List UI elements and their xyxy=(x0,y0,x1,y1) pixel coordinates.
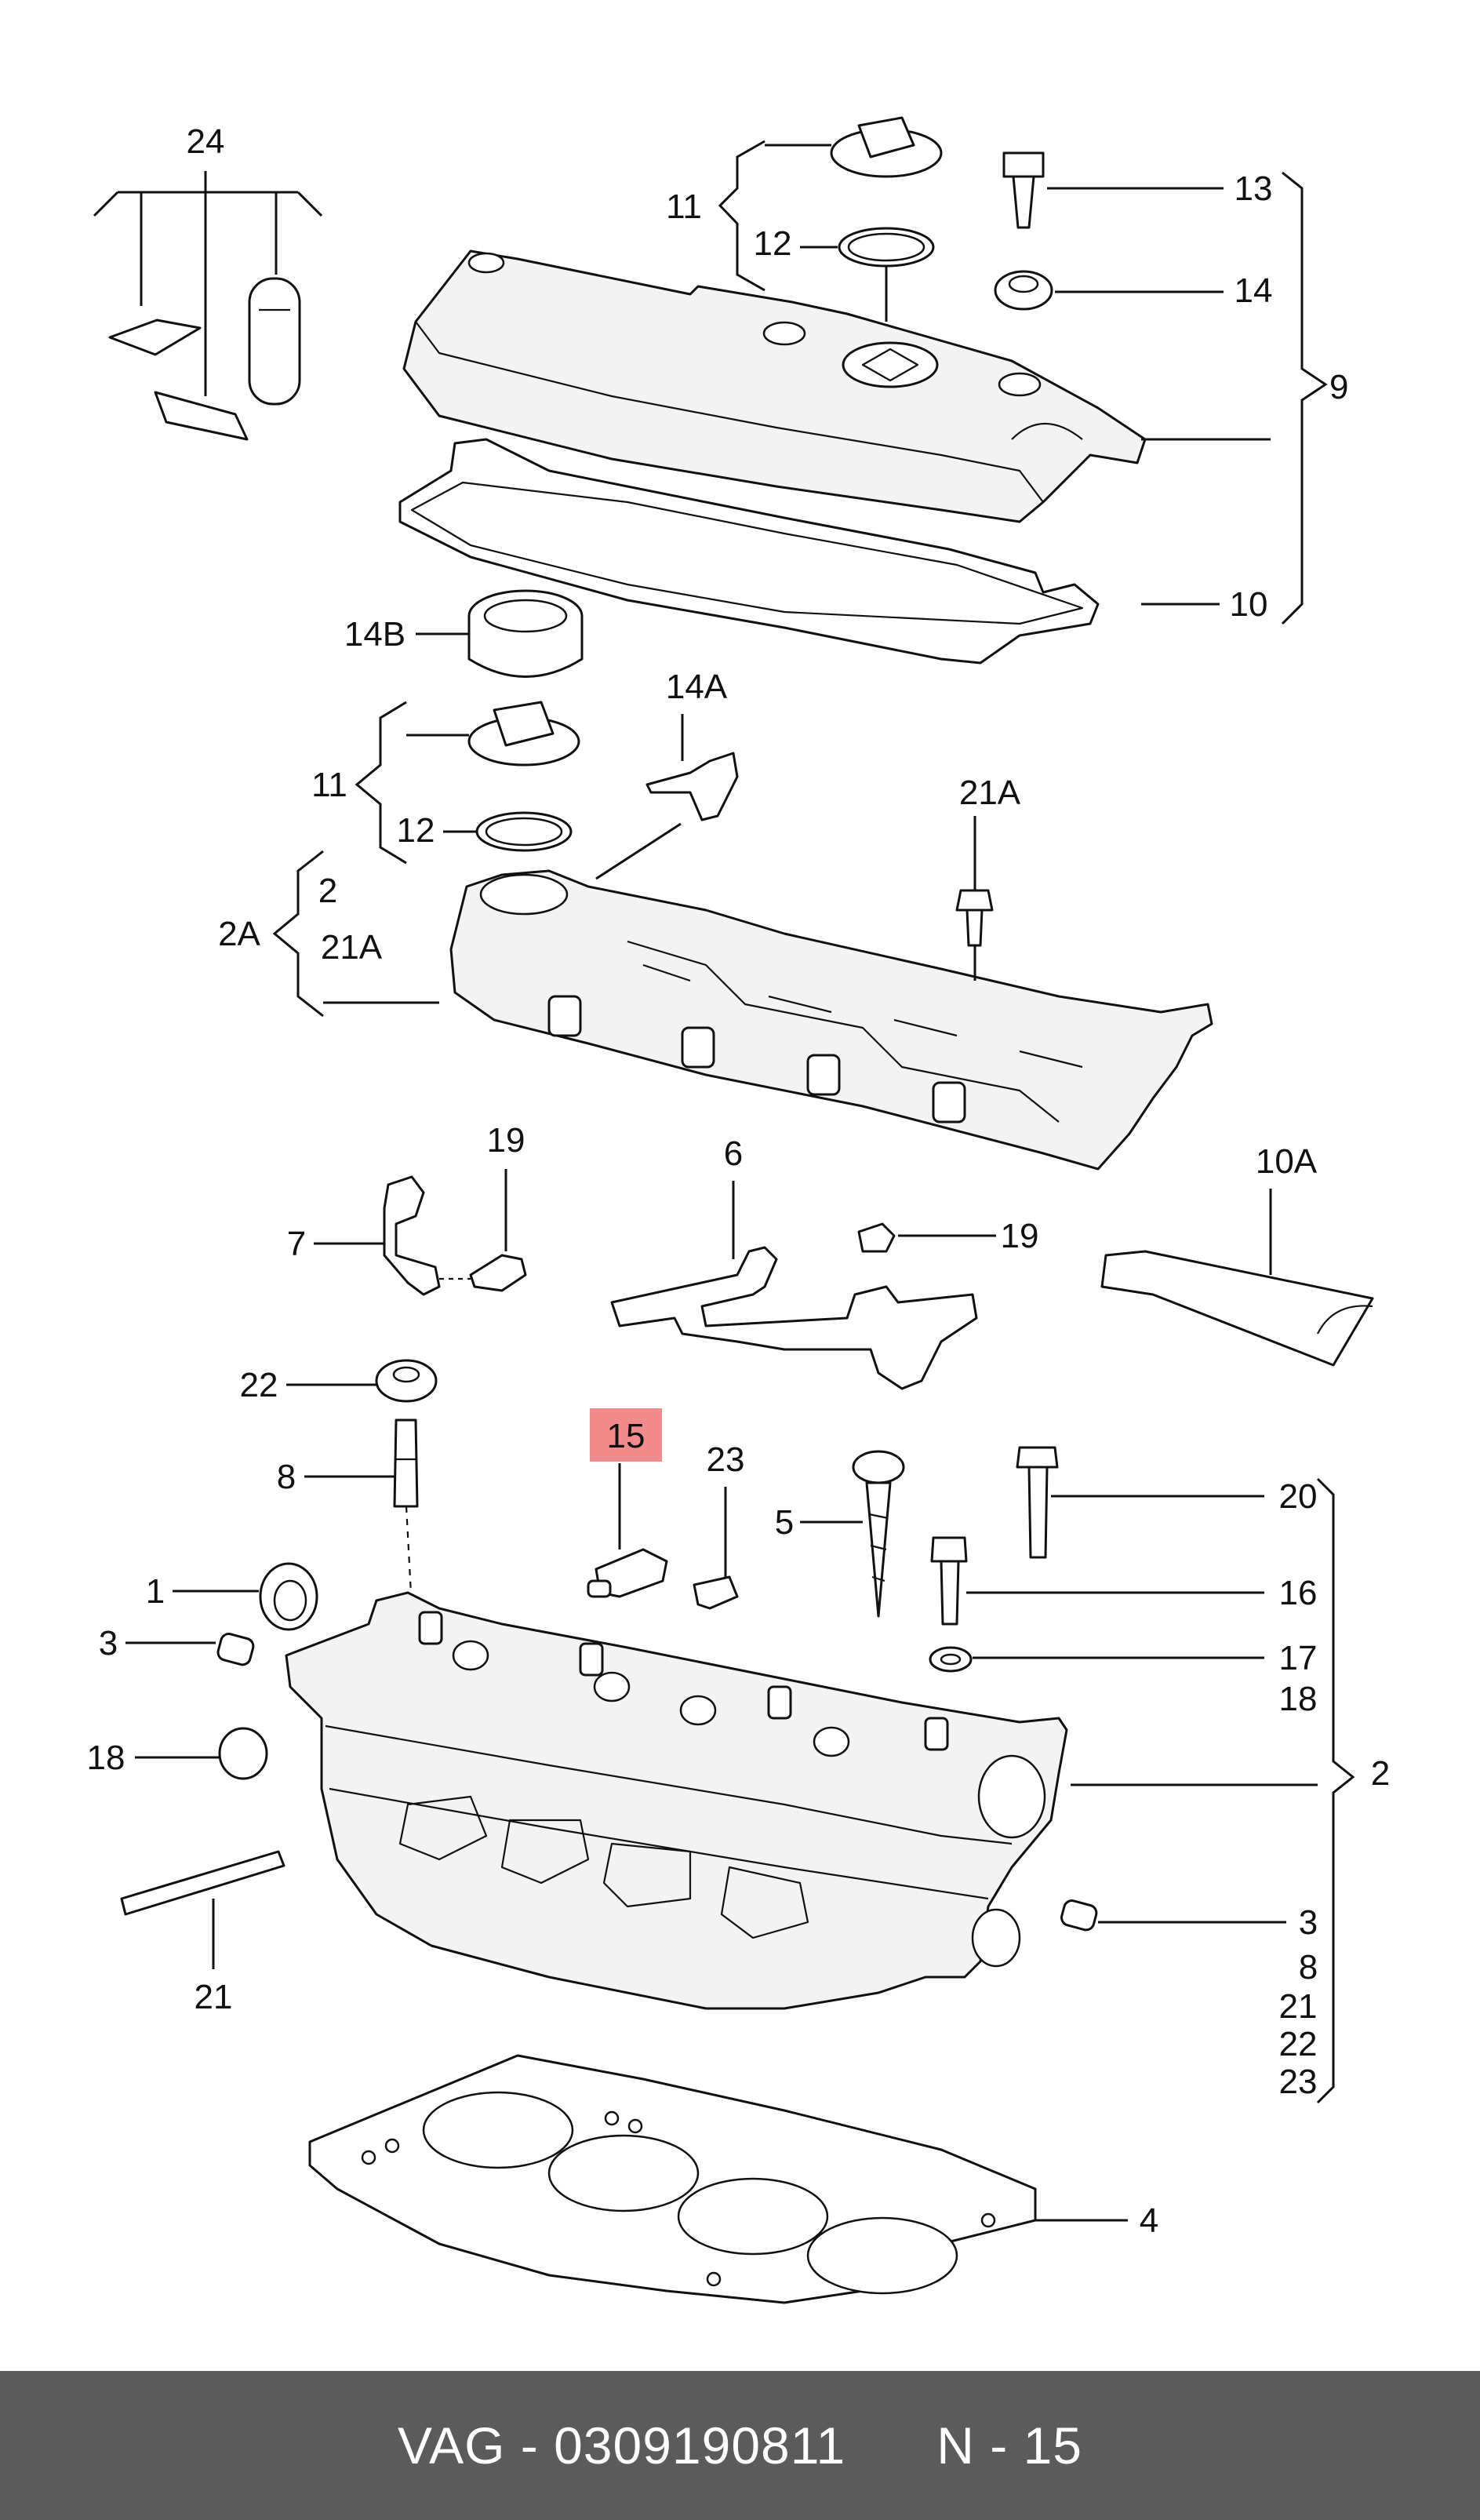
valve-cover-9 xyxy=(402,249,1147,523)
leader-lines xyxy=(125,140,1355,2222)
bolt-20 xyxy=(1016,1446,1059,1559)
label-17: 17 xyxy=(1279,1639,1318,1677)
label-10: 10 xyxy=(1230,585,1268,624)
label-2A-sub-2: 2 xyxy=(318,872,337,910)
bolt-13-grommet-14 xyxy=(994,151,1053,311)
label-24: 24 xyxy=(187,122,225,161)
label-5: 5 xyxy=(775,1503,794,1542)
label-6: 6 xyxy=(724,1134,743,1173)
label-8-right: 8 xyxy=(1299,1948,1318,1987)
footer-bar: VAG - 0309190811 N - 15 xyxy=(0,2371,1480,2520)
bolt-5 xyxy=(852,1450,905,1618)
label-23-right: 23 xyxy=(1279,2063,1318,2101)
label-22: 22 xyxy=(240,1366,278,1404)
label-21-right: 21 xyxy=(1279,1987,1318,2026)
stud-21 xyxy=(120,1850,285,1916)
label-14: 14 xyxy=(1235,271,1273,310)
oil-cap-11-bottom xyxy=(467,701,580,852)
label-1: 1 xyxy=(146,1572,165,1611)
label-21: 21 xyxy=(195,1978,233,2016)
seal-1 xyxy=(259,1562,318,1631)
label-3-left: 3 xyxy=(99,1624,118,1662)
label-2A-sub-21A: 21A xyxy=(321,928,383,967)
label-21A-top: 21A xyxy=(959,774,1021,812)
cylinder-head-2 xyxy=(285,1591,1068,2010)
label-13: 13 xyxy=(1235,169,1273,208)
bracket-6 xyxy=(610,1246,978,1390)
label-11-top: 11 xyxy=(666,188,702,226)
label-2: 2 xyxy=(1371,1754,1390,1793)
label-3-right: 3 xyxy=(1299,1903,1318,1942)
label-23: 23 xyxy=(707,1440,745,1479)
exploded-view-drawing: 24 11 12 13 14 9 10 14B 11 12 14A 21A 2A… xyxy=(87,116,1391,2304)
label-8: 8 xyxy=(277,1458,296,1496)
label-14A: 14A xyxy=(666,668,728,706)
label-18-left: 18 xyxy=(87,1739,125,1777)
label-7: 7 xyxy=(287,1225,306,1263)
plug-18 xyxy=(218,1727,268,1780)
bracket-7 xyxy=(383,1175,527,1296)
label-16: 16 xyxy=(1279,1574,1318,1612)
sealant-kit-24 xyxy=(93,171,323,441)
camshaft-housing-2A xyxy=(449,869,1213,1171)
callout-labels: 24 11 12 13 14 9 10 14B 11 12 14A 21A 2A… xyxy=(87,122,1391,2240)
label-2A: 2A xyxy=(218,915,260,953)
label-12-mid: 12 xyxy=(397,811,435,850)
bolt-21A xyxy=(955,889,994,981)
label-15: 15 xyxy=(607,1417,645,1455)
bolt-16-washer-17 xyxy=(929,1536,973,1673)
sealant-tube-10A xyxy=(1100,1250,1374,1367)
bracket-14A xyxy=(645,752,739,821)
bolt-19 xyxy=(857,1222,896,1253)
label-10A: 10A xyxy=(1256,1142,1318,1181)
label-11-mid: 11 xyxy=(311,766,347,804)
label-12-top: 12 xyxy=(754,224,792,263)
label-14B: 14B xyxy=(344,615,405,654)
label-22-right: 22 xyxy=(1279,2025,1318,2063)
label-18-right: 18 xyxy=(1279,1680,1318,1718)
dowel-3 xyxy=(216,1633,255,1666)
label-19-right: 19 xyxy=(1001,1217,1039,1255)
nut-22-stud-8 xyxy=(375,1359,438,1609)
sensor-15 xyxy=(587,1548,668,1598)
label-20: 20 xyxy=(1279,1477,1318,1516)
dowel-3b xyxy=(1060,1899,1098,1932)
part-number-caption: VAG - 0309190811 N - 15 xyxy=(397,2416,1083,2474)
seal-14B xyxy=(467,589,584,678)
oil-cap-11-top xyxy=(830,116,943,322)
label-19-left: 19 xyxy=(487,1121,525,1160)
label-9: 9 xyxy=(1329,368,1348,406)
highlight-box-15 xyxy=(590,1408,662,1462)
label-4: 4 xyxy=(1140,2201,1158,2240)
head-gasket-4 xyxy=(308,2054,1037,2304)
bolt-23 xyxy=(693,1575,739,1610)
